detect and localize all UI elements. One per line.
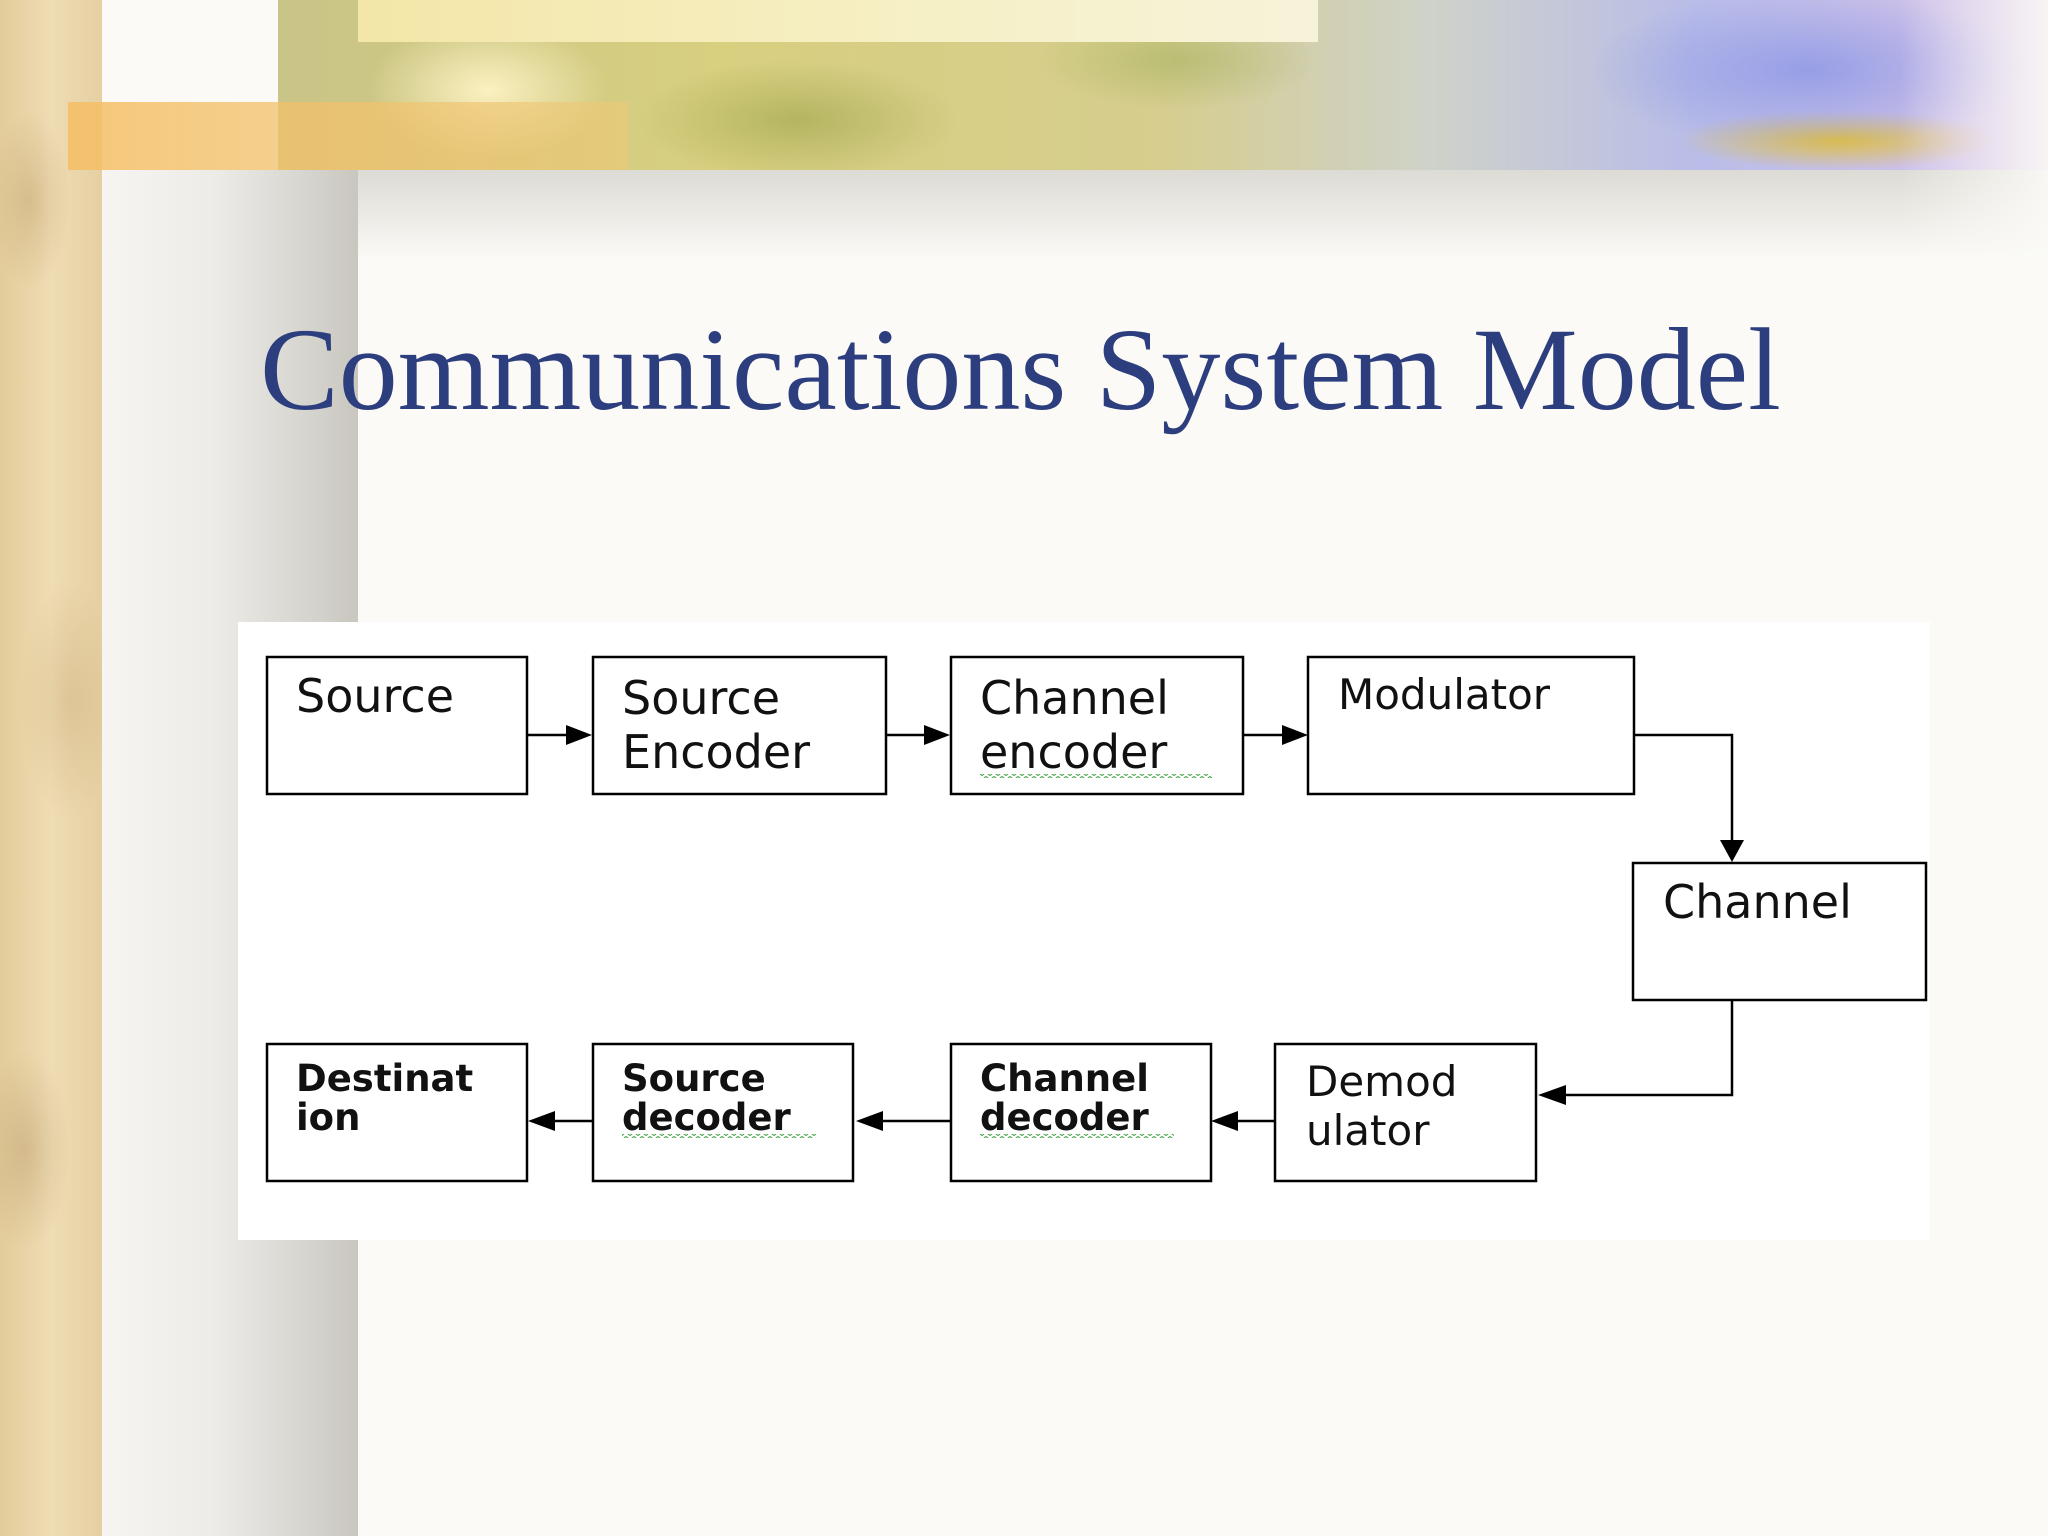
node-label: encoder (980, 725, 1167, 779)
node-source-decoder: Source decoder (591, 1042, 855, 1183)
edge-channel-to-demodulator (1566, 993, 1734, 1097)
node-label: Channel (980, 671, 1169, 725)
arrowheads (528, 725, 1744, 1131)
arrowhead-right (924, 725, 950, 745)
node-source: Source (265, 655, 529, 796)
node-label: Source (296, 669, 454, 723)
node-modulator: Modulator (1306, 655, 1636, 796)
banner-accent (68, 102, 628, 170)
node-channel: Channel (1631, 861, 1928, 1002)
arrowhead-left (856, 1111, 883, 1131)
banner-highlight (358, 0, 1318, 42)
node-label: ulator (1306, 1106, 1430, 1155)
arrowhead-down (1720, 840, 1744, 862)
node-channel-encoder: Channel encoder (949, 655, 1245, 796)
node-box (949, 1042, 1213, 1183)
node-box (591, 1042, 855, 1183)
node-demodulator: Demod ulator (1273, 1042, 1538, 1183)
node-label: Source (622, 1057, 766, 1100)
node-label: Destinat (296, 1057, 473, 1100)
node-box (265, 655, 529, 796)
node-label: Encoder (622, 725, 810, 779)
arrowhead-left (1211, 1111, 1238, 1131)
node-label: ion (296, 1096, 360, 1139)
node-box (949, 655, 1245, 796)
spellcheck-underline (980, 774, 1212, 778)
node-label: Channel (1663, 875, 1852, 929)
node-label: Source (622, 671, 780, 725)
spellcheck-underline (622, 1134, 816, 1138)
node-label: Demod (1306, 1057, 1457, 1106)
arrowhead-right (1282, 725, 1308, 745)
node-box (1631, 861, 1928, 1002)
node-label: Modulator (1338, 670, 1551, 719)
node-channel-decoder: Channel decoder (949, 1042, 1213, 1183)
node-box (1306, 655, 1636, 796)
arrowhead-left (528, 1111, 555, 1131)
node-label: decoder (980, 1096, 1150, 1139)
slide-title: Communications System Model (260, 304, 1781, 435)
parchment-strip (0, 0, 102, 1536)
banner-shadow (358, 170, 2048, 260)
node-box (265, 1042, 529, 1183)
node-source-encoder: Source Encoder (591, 655, 888, 796)
edge-modulator-to-channel (1634, 733, 1734, 848)
node-box (591, 655, 888, 796)
banner-fade (1900, 0, 2048, 260)
node-destination: Destinat ion (265, 1042, 529, 1183)
node-label: decoder (622, 1096, 792, 1139)
spellcheck-underline (980, 1134, 1174, 1138)
node-box (1273, 1042, 1538, 1183)
arrowhead-left (1538, 1085, 1566, 1105)
arrowhead-right (566, 725, 592, 745)
node-label: Channel (980, 1057, 1149, 1100)
